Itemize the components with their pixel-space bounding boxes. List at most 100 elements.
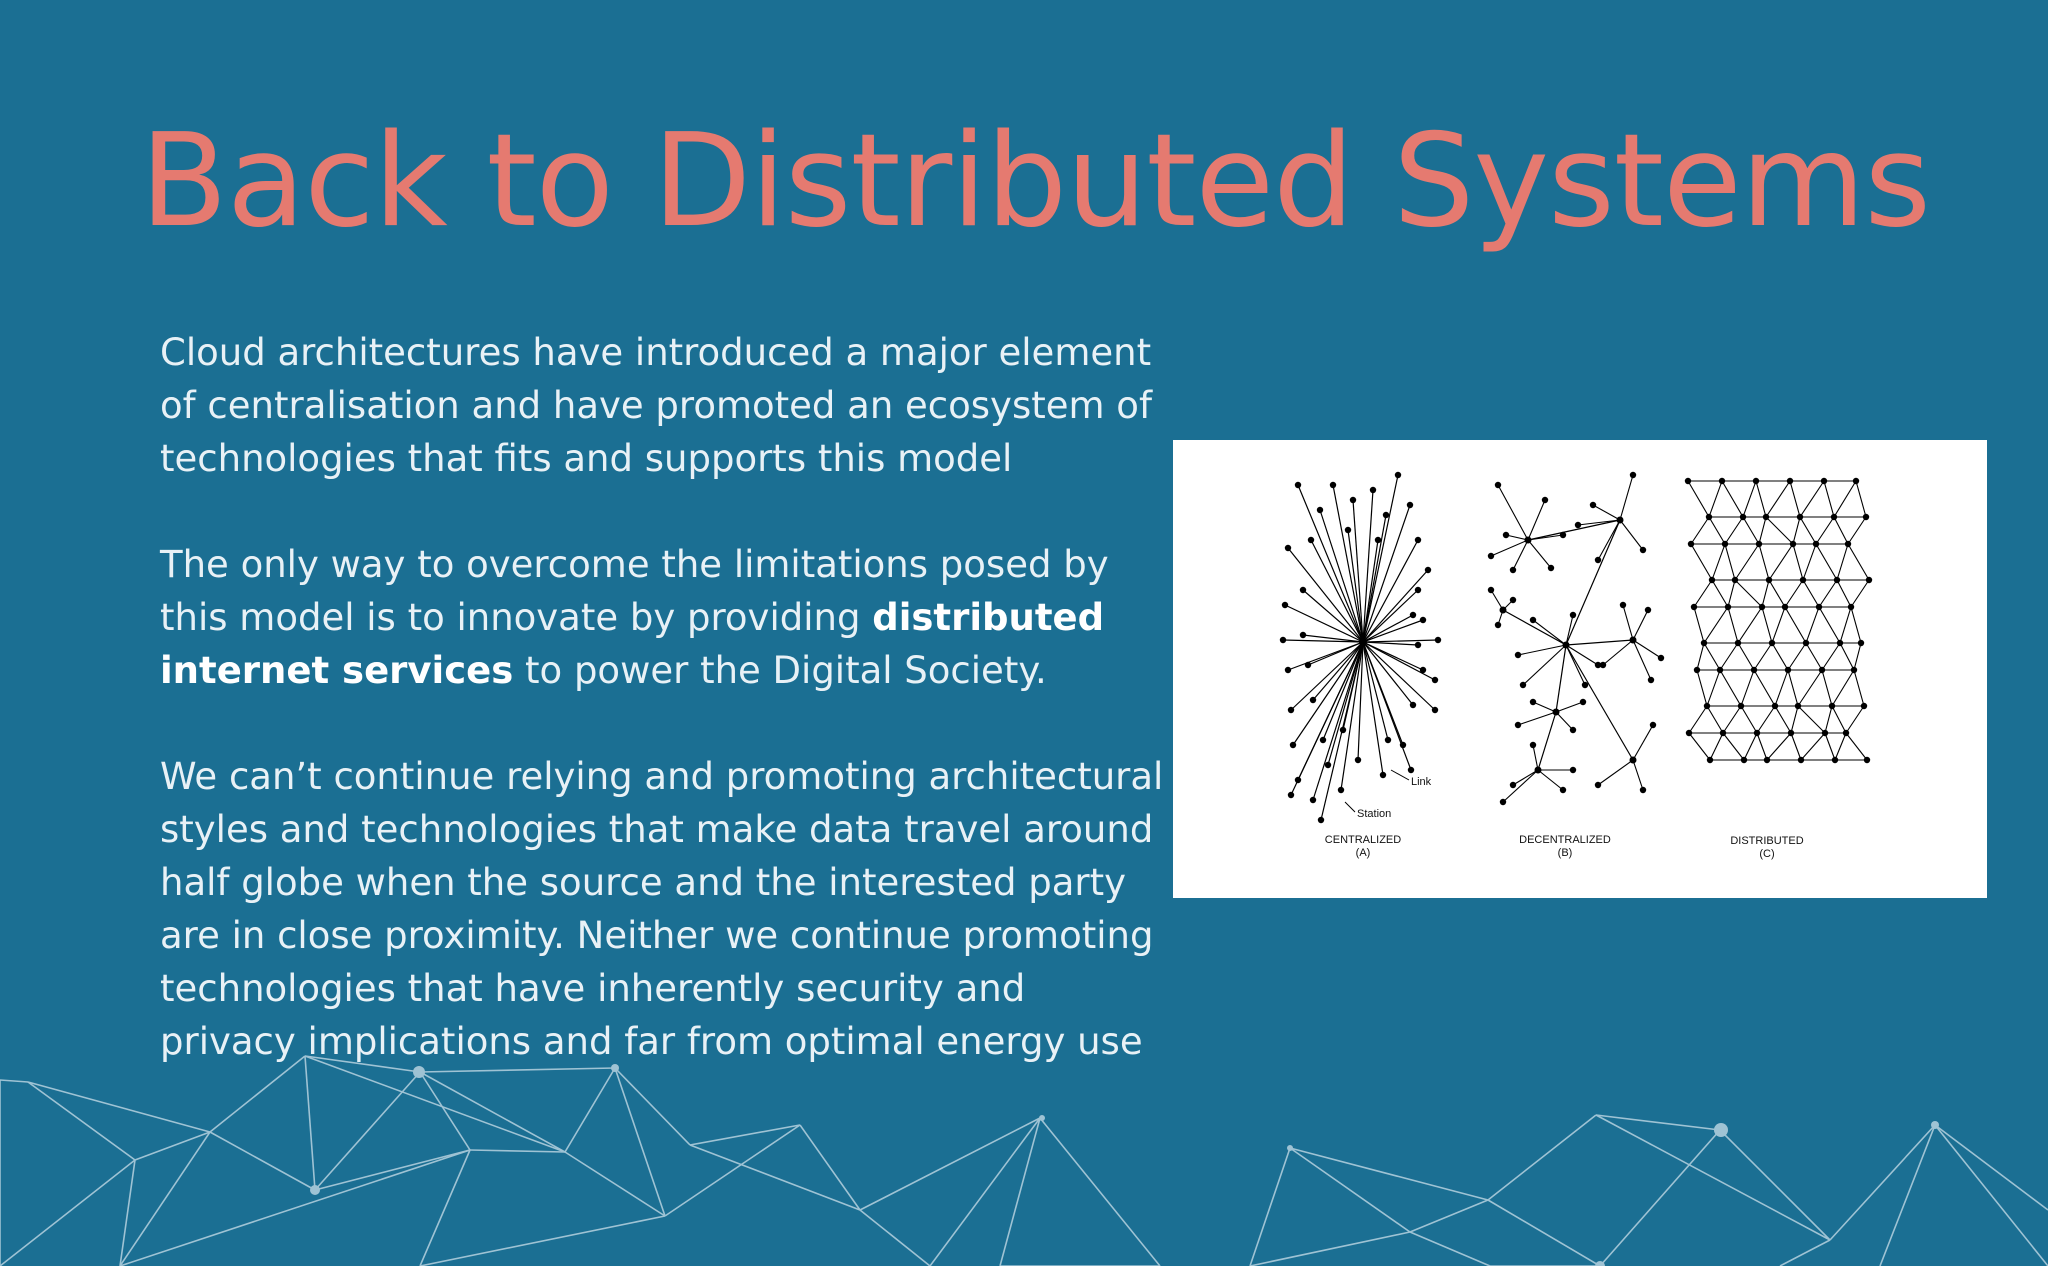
mesh-link: [1696, 669, 1708, 707]
link-line: [1362, 641, 1419, 646]
link-line: [1362, 539, 1379, 643]
station-node: [1431, 676, 1439, 684]
caption-decentralized-sub: (B): [1558, 847, 1573, 859]
mesh-link: [1799, 480, 1825, 518]
station-node: [1382, 511, 1390, 519]
mesh-link: [1823, 480, 1835, 518]
spoke-line: [1527, 539, 1552, 569]
hub-node: [1499, 606, 1507, 614]
station-node: [1319, 736, 1327, 744]
link-line: [1340, 641, 1364, 791]
station-node: [1649, 721, 1657, 729]
mesh-link: [1853, 669, 1865, 707]
spoke-line: [1632, 759, 1644, 791]
mesh-edge: [689, 1124, 801, 1146]
station-node: [1414, 586, 1422, 594]
mesh-node: [1687, 540, 1695, 548]
mesh-edge: [689, 1144, 861, 1211]
spoke-line: [1592, 504, 1621, 521]
hub-link: [1565, 519, 1621, 646]
station-node: [1657, 654, 1665, 662]
mesh-node: [1833, 576, 1841, 584]
station-node: [1494, 621, 1502, 629]
station-node: [1547, 564, 1555, 572]
hub-node: [1534, 766, 1542, 774]
mesh-link: [1850, 606, 1862, 644]
station-pointer: [1344, 801, 1356, 813]
spoke-line: [1527, 499, 1546, 541]
station-node: [1499, 798, 1507, 806]
mesh-edge: [304, 1055, 566, 1153]
station-node: [1354, 756, 1362, 764]
mesh-edge: [564, 1067, 616, 1153]
mesh-node: [1831, 756, 1839, 764]
spoke-line: [1512, 539, 1529, 571]
spoke-line: [1565, 644, 1586, 686]
mesh-node: [1684, 477, 1692, 485]
hub-link: [1565, 639, 1634, 646]
station-node: [1514, 651, 1522, 659]
mesh-edge: [799, 1124, 861, 1211]
mesh-link: [1805, 606, 1820, 644]
link-pointer: [1390, 769, 1410, 781]
spoke-line: [1597, 759, 1634, 786]
mesh-link: [1831, 705, 1847, 734]
mesh-link: [1818, 579, 1838, 608]
mesh-edge: [859, 1209, 931, 1266]
mesh-link: [1839, 606, 1852, 644]
mesh-link: [1706, 705, 1724, 734]
mesh-node: [1721, 540, 1729, 548]
link-line: [1332, 484, 1364, 643]
station-node: [1594, 781, 1602, 789]
paragraph-proximity: We can’t continue relying and promoting …: [160, 755, 1164, 1063]
mesh-link: [1727, 606, 1739, 644]
station-node: [1309, 696, 1317, 704]
mesh-link: [1789, 480, 1801, 518]
station-node: [1284, 544, 1292, 552]
station-node: [1502, 531, 1510, 539]
mesh-link: [1711, 579, 1729, 608]
mesh-edge: [1719, 1129, 1831, 1241]
mesh-edge: [419, 1071, 566, 1153]
mesh-link: [1734, 579, 1763, 608]
spoke-line: [1497, 484, 1529, 541]
station-node: [1599, 661, 1607, 669]
spoke-line: [1532, 744, 1539, 771]
spoke-line: [1490, 589, 1504, 611]
mesh-edge: [1487, 1199, 1601, 1266]
link-line: [1310, 539, 1364, 643]
mesh-link: [1784, 579, 1804, 608]
mesh-edge: [119, 1131, 211, 1266]
mesh-link: [1721, 480, 1744, 518]
link-line: [1362, 639, 1439, 643]
mesh-link: [1824, 732, 1836, 761]
station-node: [1384, 736, 1392, 744]
station-node: [1559, 786, 1567, 794]
mesh-link: [1853, 642, 1862, 671]
mesh-link: [1690, 543, 1713, 581]
link-line: [1362, 641, 1384, 776]
mesh-link: [1768, 543, 1794, 581]
mesh-node: [1716, 666, 1724, 674]
link-line: [1362, 614, 1414, 643]
link-line: [1290, 641, 1364, 796]
mesh-edge: [1934, 1124, 2048, 1266]
mesh-node: [1865, 576, 1873, 584]
mesh-node: [310, 1185, 320, 1195]
mesh-link: [1737, 642, 1755, 671]
hub-node: [1359, 638, 1367, 646]
mesh-node: [1718, 477, 1726, 485]
mesh-link: [1790, 732, 1802, 761]
mesh-node: [1771, 702, 1779, 710]
station-node: [1431, 706, 1439, 714]
mesh-link: [1766, 732, 1792, 761]
station-node: [1407, 766, 1415, 774]
mesh-link: [1836, 543, 1849, 581]
mesh-link: [1845, 705, 1865, 734]
hub-node: [1552, 708, 1560, 716]
mesh-link: [1768, 579, 1786, 608]
mesh-edge: [929, 1117, 1041, 1266]
mesh-node: [1820, 477, 1828, 485]
spoke-line: [1555, 711, 1574, 731]
distributed-diagram: [1684, 477, 1873, 764]
